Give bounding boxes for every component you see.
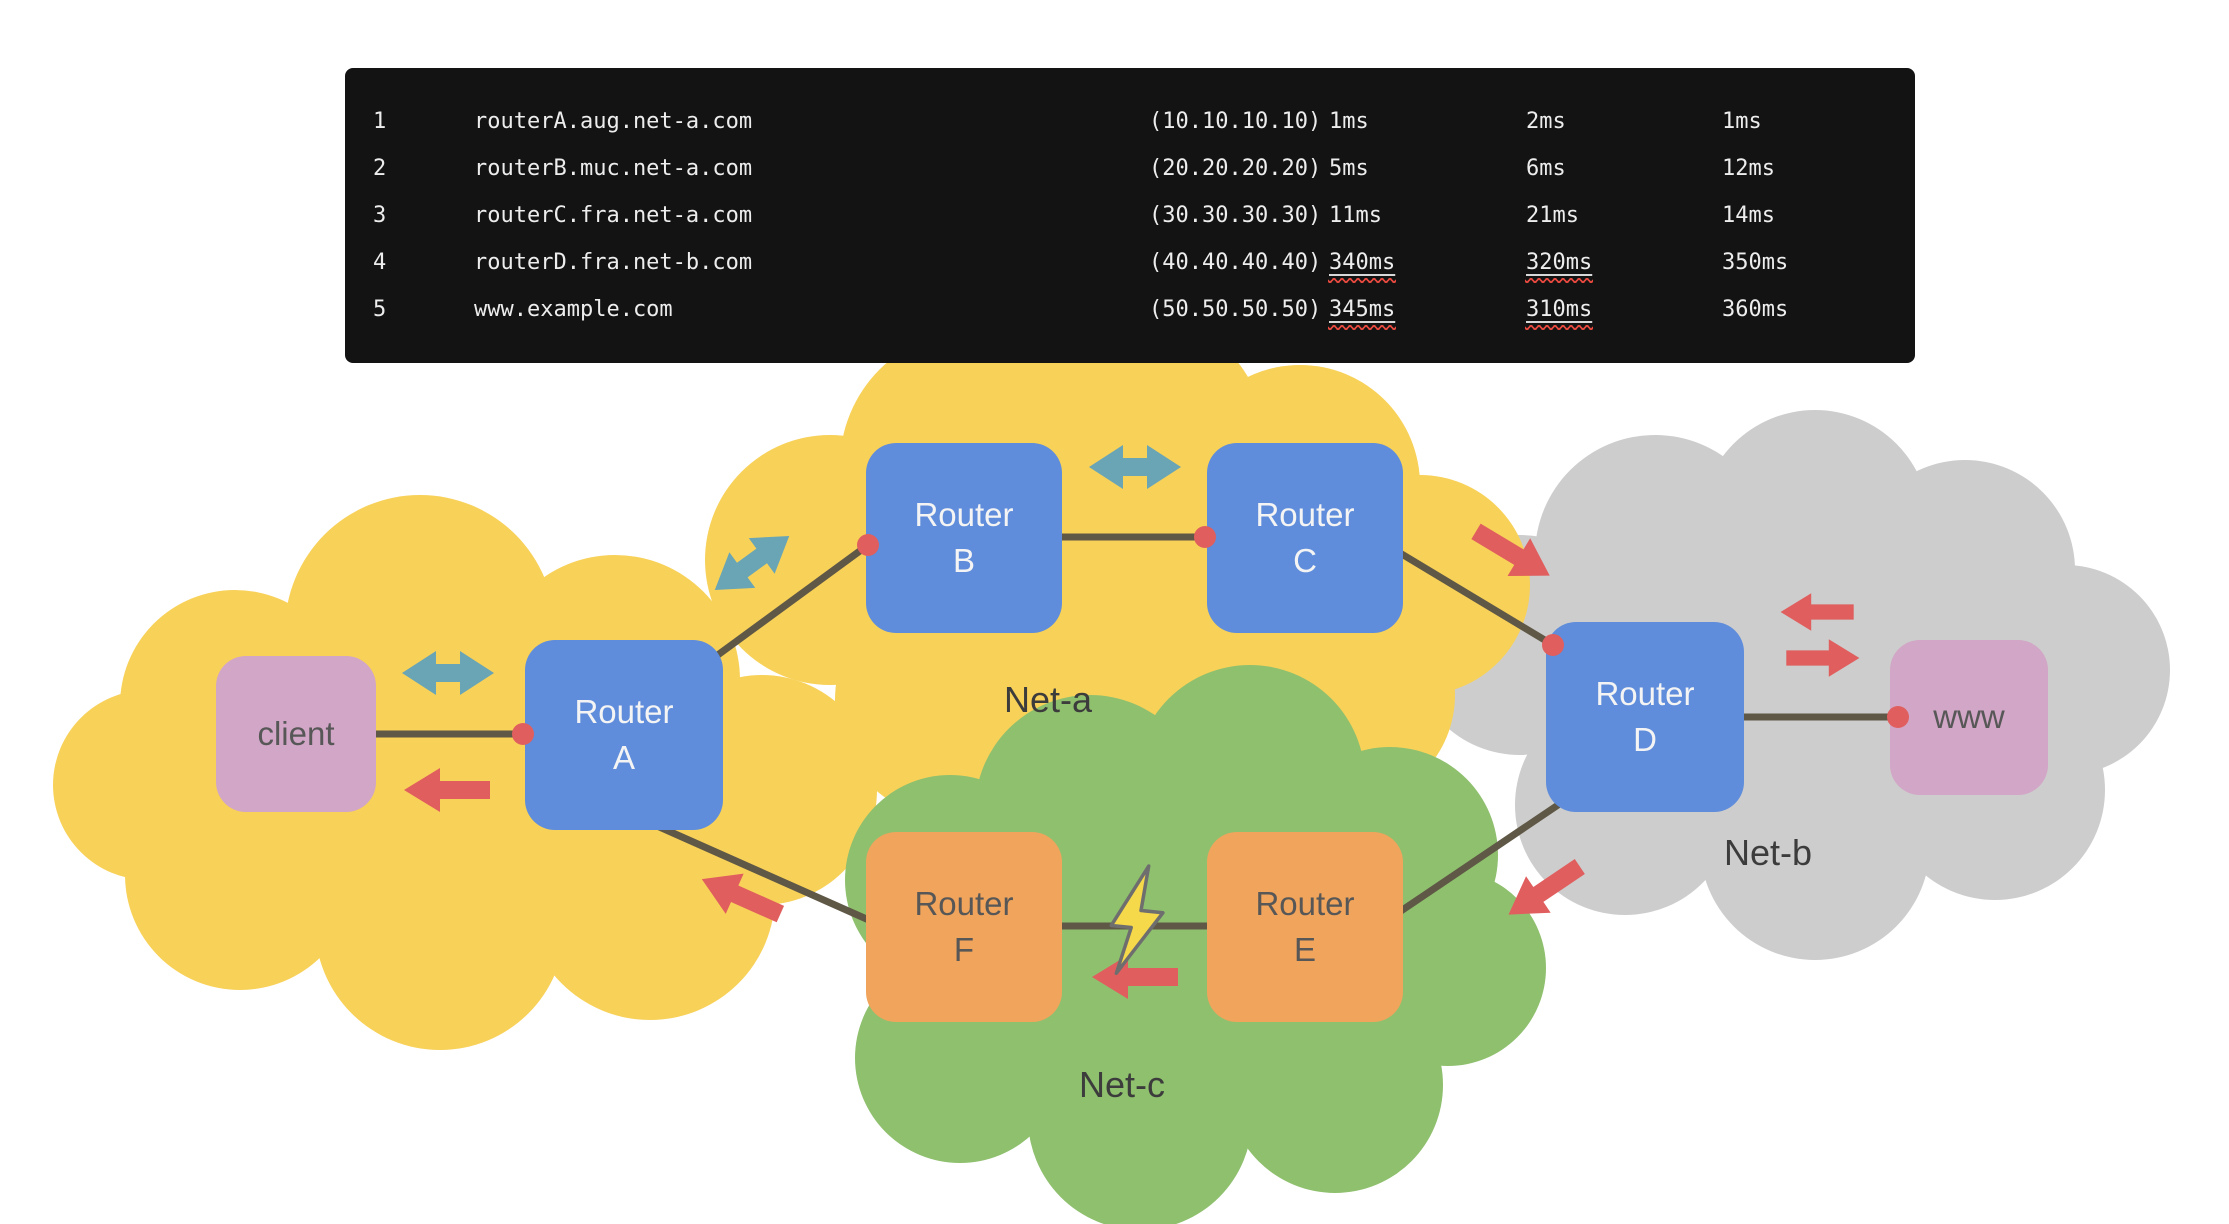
ip-address: (40.40.40.40) bbox=[1149, 250, 1322, 275]
ip-address: (10.10.10.10) bbox=[1149, 109, 1322, 134]
rtt-value: 14ms bbox=[1722, 203, 1775, 228]
node-label-routerC-line2: C bbox=[1293, 542, 1317, 579]
traceroute-row: 2 routerB.muc.net-a.com (20.20.20.20) 5ms 6m… bbox=[373, 145, 1915, 192]
link-routerA-routerF bbox=[651, 821, 884, 929]
link-routerA-routerB bbox=[696, 541, 872, 672]
rtt-2: 320ms bbox=[1526, 239, 1722, 286]
hop-number: 5 bbox=[373, 297, 387, 322]
rtt-value: 360ms bbox=[1722, 297, 1789, 322]
node-label-routerE-line1: Router bbox=[1255, 885, 1354, 922]
rtt-value-flagged: 320ms bbox=[1526, 250, 1593, 275]
ip-address: (20.20.20.20) bbox=[1149, 156, 1322, 181]
rtt-value-flagged: 340ms bbox=[1329, 250, 1396, 275]
node-label-routerF-line2: F bbox=[954, 931, 974, 968]
node-label-routerC-line1: Router bbox=[1255, 496, 1354, 533]
node-label-client: client bbox=[257, 715, 334, 752]
node-label-www: www bbox=[1932, 698, 2005, 735]
node-label-routerB-line1: Router bbox=[914, 496, 1013, 533]
rtt-value: 11ms bbox=[1329, 203, 1382, 228]
ip-address: (50.50.50.50) bbox=[1149, 297, 1322, 322]
node-label-routerD-line2: D bbox=[1633, 721, 1657, 758]
cloud-net-b bbox=[1410, 410, 2170, 960]
node-label-routerB-line2: B bbox=[953, 542, 975, 579]
traceroute-terminal: 1 routerA.aug.net-a.com (10.10.10.10) 1ms 2m… bbox=[345, 68, 1915, 363]
rtt-value: 1ms bbox=[1722, 109, 1762, 134]
rtt-1: 5ms bbox=[1329, 145, 1526, 192]
node-label-routerD-line1: Router bbox=[1595, 675, 1694, 712]
hop-dot-routerC bbox=[1194, 526, 1216, 548]
node-label-routerE-line2: E bbox=[1294, 931, 1316, 968]
rtt-2: 6ms bbox=[1526, 145, 1722, 192]
rtt-3: 12ms bbox=[1722, 145, 1775, 192]
traceroute-row: 5 www.example.com (50.50.50.50) 345ms 310ms 3… bbox=[373, 286, 1915, 333]
hop-number: 4 bbox=[373, 250, 387, 275]
rtt-3: 14ms bbox=[1722, 192, 1775, 239]
node-routerD-box bbox=[1546, 622, 1744, 812]
hop-dot-routerD bbox=[1542, 634, 1564, 656]
node-routerE-box bbox=[1207, 832, 1403, 1022]
link-routerC-routerD bbox=[1391, 546, 1557, 649]
hostname: routerD.fra.net-b.com bbox=[474, 250, 753, 275]
hostname: routerB.muc.net-a.com bbox=[474, 156, 753, 181]
node-routerA-box bbox=[525, 640, 723, 830]
traceroute-row: 1 routerA.aug.net-a.com (10.10.10.10) 1ms 2m… bbox=[373, 98, 1915, 145]
node-routerC-box bbox=[1207, 443, 1403, 633]
hop-dot-www bbox=[1887, 706, 1909, 728]
link-routerE-routerD bbox=[1391, 801, 1562, 919]
ip-address: (30.30.30.30) bbox=[1149, 203, 1322, 228]
rtt-1: 345ms bbox=[1329, 286, 1526, 333]
node-client-box bbox=[216, 656, 376, 812]
rtt-value: 6ms bbox=[1526, 156, 1566, 181]
node-routerB-box bbox=[866, 443, 1062, 633]
rtt-2: 2ms bbox=[1526, 98, 1722, 145]
rtt-value: 2ms bbox=[1526, 109, 1566, 134]
rtt-3: 350ms bbox=[1722, 239, 1788, 286]
rtt-value-flagged: 310ms bbox=[1526, 297, 1593, 322]
hop-number: 1 bbox=[373, 109, 387, 134]
hop-number: 3 bbox=[373, 203, 387, 228]
traceroute-row: 3 routerC.fra.net-a.com (30.30.30.30) 11ms 2… bbox=[373, 192, 1915, 239]
rtt-1: 1ms bbox=[1329, 98, 1526, 145]
rtt-value: 12ms bbox=[1722, 156, 1775, 181]
rtt-value: 1ms bbox=[1329, 109, 1369, 134]
hostname: routerA.aug.net-a.com bbox=[474, 109, 753, 134]
node-label-routerA-line2: A bbox=[613, 739, 635, 776]
rtt-value: 350ms bbox=[1722, 250, 1789, 275]
rtt-1: 11ms bbox=[1329, 192, 1526, 239]
rtt-value: 5ms bbox=[1329, 156, 1369, 181]
cloud-label-net-a: Net-a bbox=[1004, 679, 1093, 720]
cloud-label-net-c: Net-c bbox=[1079, 1064, 1165, 1105]
hostname: routerC.fra.net-a.com bbox=[474, 203, 753, 228]
rtt-3: 1ms bbox=[1722, 98, 1762, 145]
cloud-label-net-b: Net-b bbox=[1724, 832, 1812, 873]
rtt-2: 310ms bbox=[1526, 286, 1722, 333]
hop-dot-routerB bbox=[857, 534, 879, 556]
node-routerF-box bbox=[866, 832, 1062, 1022]
hostname: www.example.com bbox=[474, 297, 673, 322]
lightning-bolt-icon bbox=[1109, 864, 1165, 975]
hop-dot-routerA bbox=[512, 723, 534, 745]
node-label-routerF-line1: Router bbox=[914, 885, 1013, 922]
hop-number: 2 bbox=[373, 156, 387, 181]
rtt-value-flagged: 345ms bbox=[1329, 297, 1396, 322]
cloud-bump bbox=[53, 690, 243, 880]
traceroute-row: 4 routerD.fra.net-b.com (40.40.40.40) 340ms… bbox=[373, 239, 1915, 286]
rtt-3: 360ms bbox=[1722, 286, 1788, 333]
node-www-box bbox=[1890, 640, 2048, 795]
rtt-1: 340ms bbox=[1329, 239, 1526, 286]
node-label-routerA-line1: Router bbox=[574, 693, 673, 730]
rtt-2: 21ms bbox=[1526, 192, 1722, 239]
rtt-value: 21ms bbox=[1526, 203, 1579, 228]
